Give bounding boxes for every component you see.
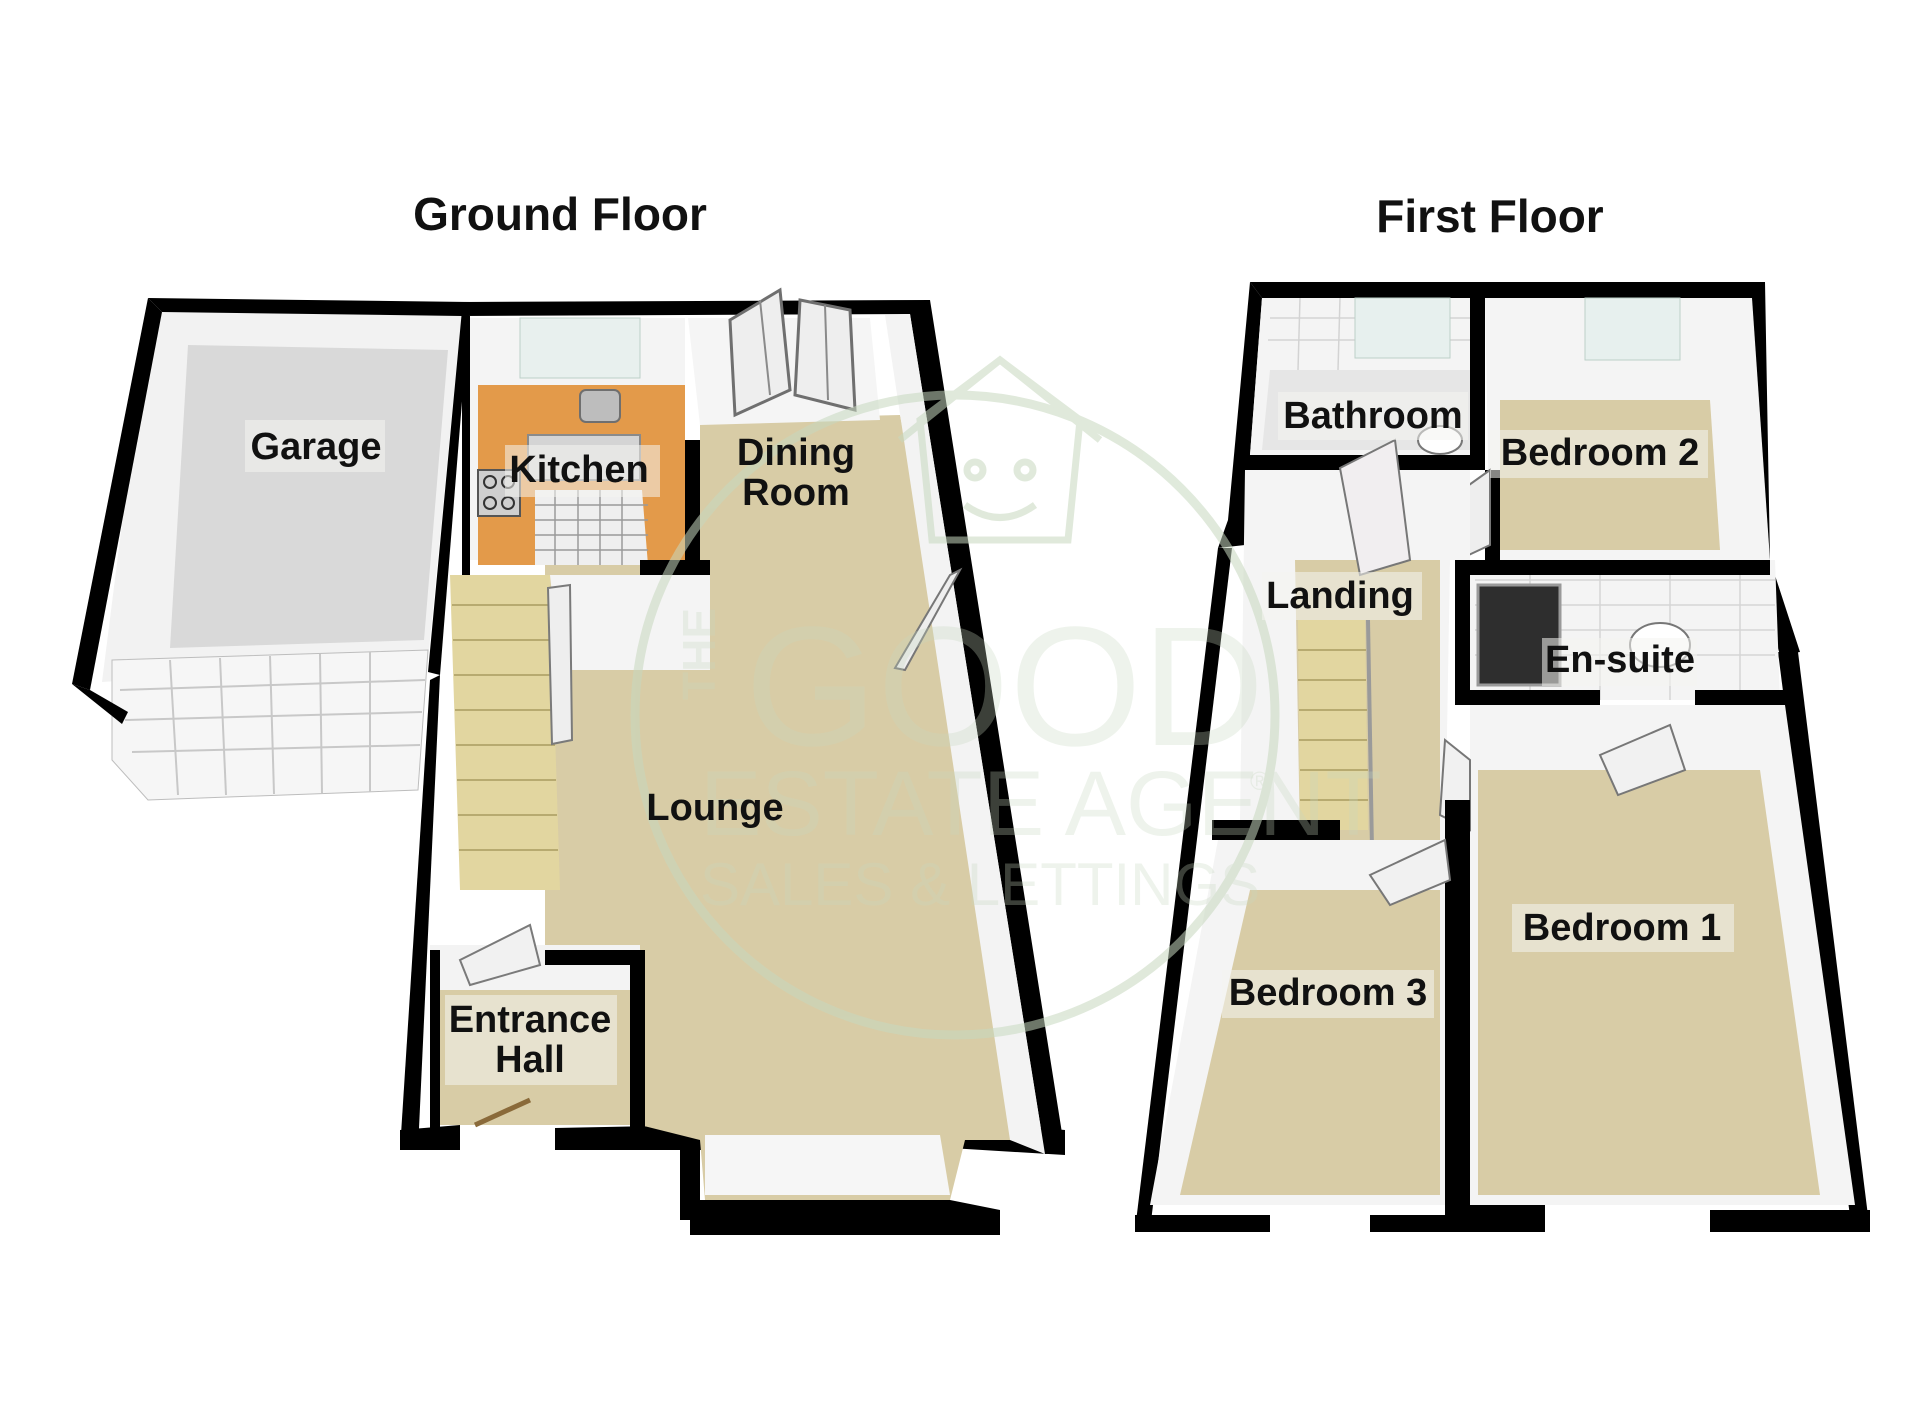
label-entrance-line2: Hall (495, 1039, 565, 1081)
room-labels: Garage Kitchen Dining Room Lounge Entran… (245, 392, 1734, 1085)
watermark-good: GOOD (745, 592, 1264, 782)
bedroom-2-room (1453, 297, 1770, 562)
label-bedroom-1: Bedroom 1 (1523, 907, 1721, 949)
hall-door (458, 923, 542, 987)
label-dining-line1: Dining (737, 432, 855, 474)
bathroom-room (1245, 297, 1485, 470)
label-kitchen: Kitchen (509, 449, 648, 491)
label-garage: Garage (251, 426, 382, 468)
bedroom-1-room (1438, 705, 1855, 1220)
sink-icon (579, 389, 621, 423)
ground-stairs (450, 575, 710, 890)
bedroom-1-door (1598, 723, 1687, 797)
landing-room (1212, 438, 1470, 860)
label-bedroom-3: Bedroom 3 (1229, 972, 1427, 1014)
watermark-sales-lettings: SALES & LETTINGS (700, 851, 1260, 918)
bedroom-3-door (1368, 838, 1452, 907)
bay-window (705, 1135, 950, 1195)
label-bedroom-2: Bedroom 2 (1501, 432, 1699, 474)
lounge-side-door (893, 567, 963, 672)
front-door-threshold (473, 1097, 532, 1128)
garage-door-panels (119, 652, 426, 796)
label-bathroom: Bathroom (1283, 395, 1462, 437)
watermark-registered: ® (1250, 766, 1269, 796)
house-face-logo-icon (897, 355, 1103, 544)
label-dining-line2: Room (742, 472, 850, 514)
label-landing: Landing (1266, 575, 1414, 617)
bathroom-window (1354, 297, 1451, 359)
bedroom-2-window (1584, 297, 1681, 361)
lounge-right-wall-face (885, 314, 1045, 1154)
kitchen-window (519, 317, 641, 379)
ground-floor-title: Ground Floor (413, 188, 707, 240)
garage-floor (170, 345, 448, 648)
watermark-estate-agent: ESTATE AGENT (700, 753, 1382, 855)
watermark: THE GOOD ESTATE AGENT ® SALES & LETTINGS (630, 355, 1382, 1040)
french-doors (728, 287, 857, 418)
label-lounge: Lounge (646, 787, 783, 829)
bedroom-3-room (1150, 838, 1452, 1205)
garage-room (72, 298, 470, 801)
label-ensuite: En-suite (1545, 639, 1695, 681)
first-stairs (1298, 619, 1374, 851)
first-floor-title: First Floor (1376, 190, 1604, 242)
watermark-the: THE (673, 608, 725, 700)
bathroom-door (1338, 438, 1412, 577)
label-entrance-line1: Entrance (449, 999, 612, 1041)
